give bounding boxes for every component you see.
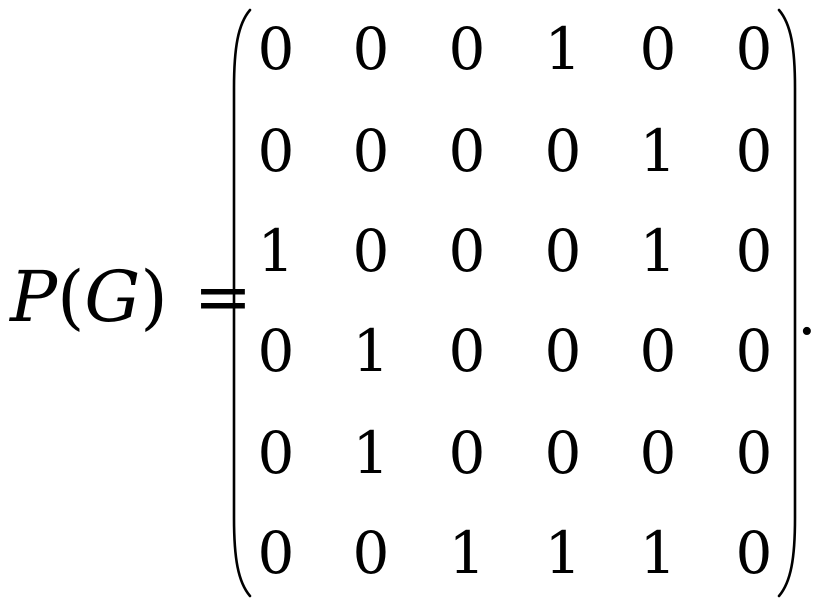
matrix-cell: 0	[639, 15, 677, 83]
matrix-cell: 1	[352, 317, 390, 385]
matrix-cell: 0	[448, 217, 486, 285]
matrix-cell: 0	[352, 117, 390, 185]
matrix-cell: 0	[735, 519, 773, 587]
matrix-cell: 0	[735, 117, 773, 185]
right-matrix-bracket	[775, 8, 799, 598]
matrix-cell: 0	[257, 15, 295, 83]
right-bracket-icon	[777, 8, 797, 598]
matrix-cell: 1	[257, 217, 295, 285]
matrix-cell: 0	[544, 217, 582, 285]
matrix-cell: 1	[639, 117, 677, 185]
open-parenthesis: (	[57, 256, 85, 338]
left-matrix-bracket	[230, 8, 254, 598]
matrix-cell: 1	[544, 15, 582, 83]
matrix-cell: 1	[544, 519, 582, 587]
matrix-cell: 1	[639, 519, 677, 587]
matrix-cell: 1	[639, 217, 677, 285]
matrix-cell: 0	[448, 117, 486, 185]
matrix-cell: 0	[352, 217, 390, 285]
matrix-cell: 0	[448, 419, 486, 487]
function-name: P	[10, 256, 58, 338]
left-bracket-icon	[232, 8, 252, 598]
matrix-cell: 0	[257, 519, 295, 587]
matrix-cell: 0	[544, 419, 582, 487]
equals-sign: =	[193, 256, 253, 338]
matrix-cell: 0	[735, 317, 773, 385]
matrix-cell: 0	[352, 15, 390, 83]
matrix-cell: 0	[352, 519, 390, 587]
matrix-cell: 0	[735, 15, 773, 83]
matrix-cell: 0	[257, 117, 295, 185]
matrix-cell: 0	[257, 317, 295, 385]
equation-period: .	[797, 276, 817, 349]
function-argument: G	[84, 256, 141, 338]
matrix-cell: 1	[352, 419, 390, 487]
matrix-cell: 0	[735, 419, 773, 487]
matrix-cell: 0	[257, 419, 295, 487]
matrix-cell: 0	[639, 419, 677, 487]
matrix-cell: 0	[735, 217, 773, 285]
matrix-cell: 0	[639, 317, 677, 385]
matrix-cell: 0	[448, 317, 486, 385]
close-parenthesis: )	[140, 256, 168, 338]
matrix-cell: 0	[544, 317, 582, 385]
equation-left-side: P(G)=	[10, 262, 252, 332]
matrix-cell: 0	[448, 15, 486, 83]
matrix-cell: 0	[544, 117, 582, 185]
matrix-cell: 1	[448, 519, 486, 587]
